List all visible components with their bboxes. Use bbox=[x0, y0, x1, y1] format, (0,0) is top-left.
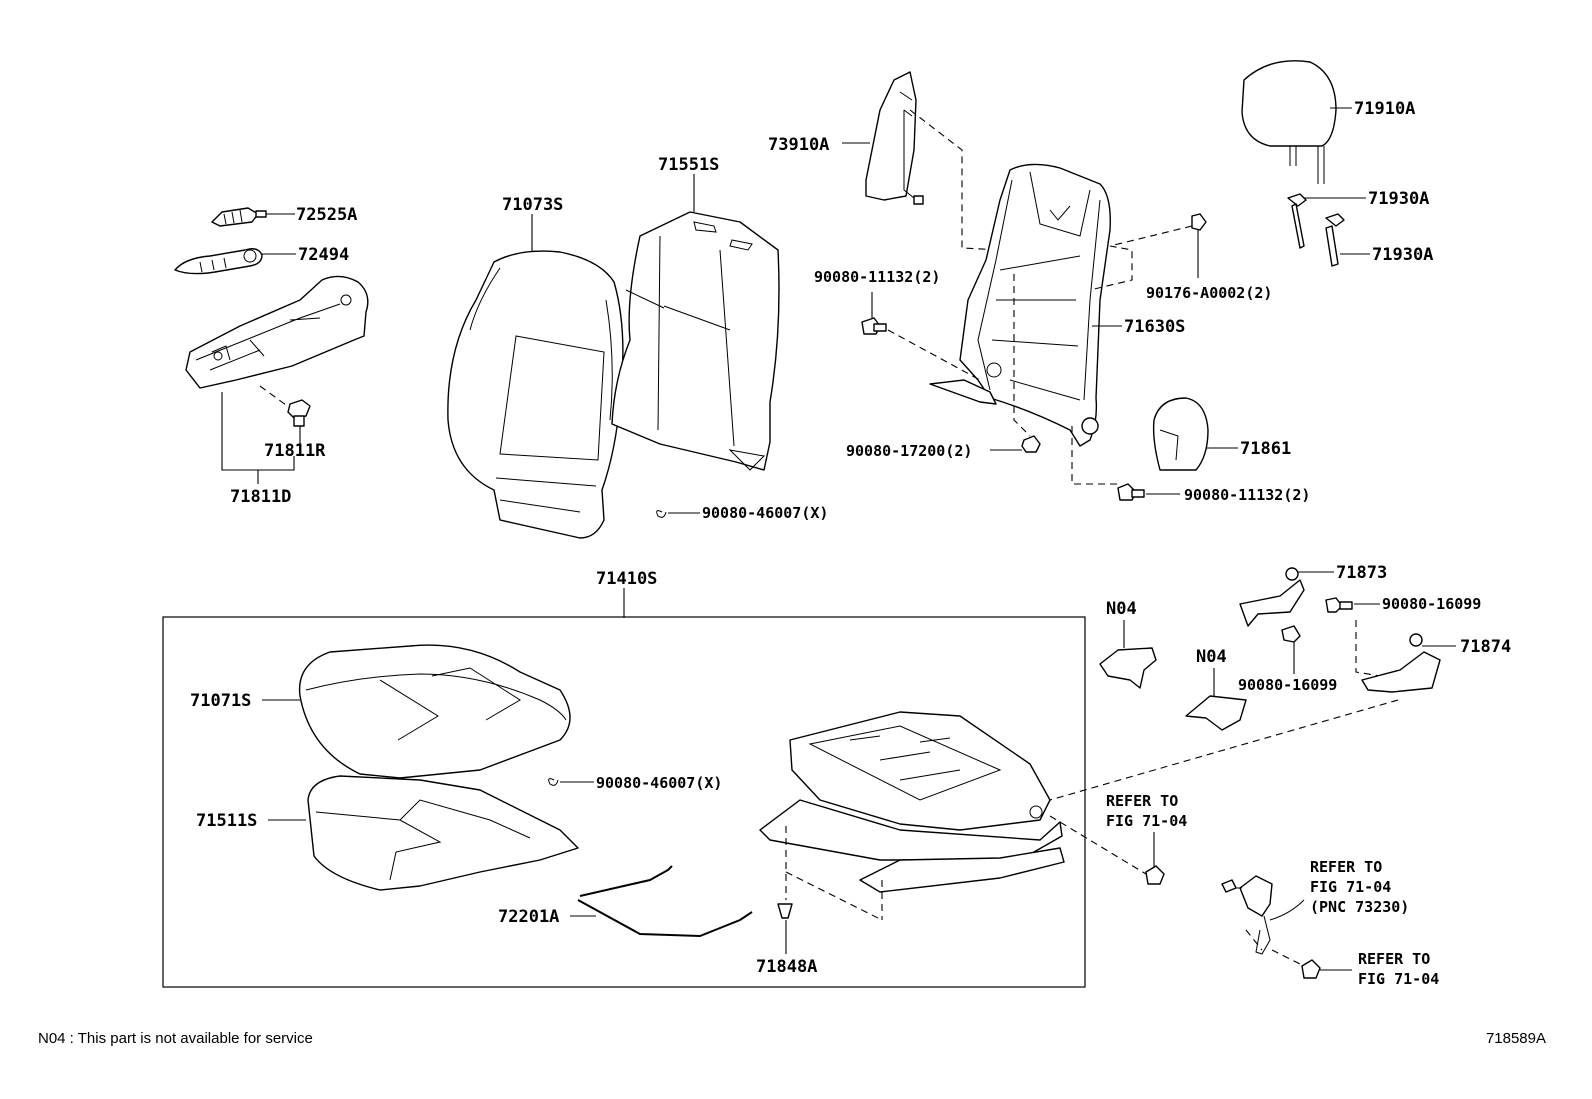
label-71811R: 71811R bbox=[264, 441, 326, 461]
clip-71811R bbox=[259, 385, 311, 446]
label-90080-11132-left: 90080-11132(2) bbox=[814, 268, 940, 286]
label-71073S: 71073S bbox=[502, 195, 563, 215]
label-71930A-2: 71930A bbox=[1372, 245, 1433, 265]
label-71873: 71873 bbox=[1336, 563, 1387, 583]
footer-note: N04 : This part is not available for ser… bbox=[38, 1030, 313, 1047]
label-71848A: 71848A bbox=[756, 957, 817, 977]
frame-71630S bbox=[929, 163, 1122, 447]
label-90080-16099-1: 90080-16099 bbox=[1382, 595, 1481, 613]
cushion-cover-71071S bbox=[262, 644, 571, 779]
bracket-71874 bbox=[1049, 633, 1456, 801]
wire-72201A bbox=[570, 865, 753, 938]
label-refer-2-line1: REFER TO bbox=[1310, 858, 1382, 876]
diagram-id: 718589A bbox=[1486, 1030, 1546, 1047]
label-71630S: 71630S bbox=[1124, 317, 1185, 337]
label-90080-16099-2: 90080-16099 bbox=[1238, 676, 1337, 694]
shield-71811D bbox=[185, 275, 369, 389]
label-72494: 72494 bbox=[298, 245, 349, 265]
knob-72525A bbox=[211, 207, 295, 227]
headrest-71910A bbox=[1241, 60, 1352, 184]
label-90080-46007-mid: 90080-46007(X) bbox=[596, 774, 722, 792]
seatback-pad-71551S bbox=[611, 174, 780, 471]
label-71861: 71861 bbox=[1240, 439, 1291, 459]
label-90176-A0002: 90176-A0002(2) bbox=[1146, 284, 1272, 302]
label-71511S: 71511S bbox=[196, 811, 257, 831]
bolt-90080-16099-2 bbox=[1281, 625, 1301, 674]
nut-90080-17200 bbox=[990, 274, 1041, 453]
part-N04-2 bbox=[1185, 668, 1247, 731]
label-71811D: 71811D bbox=[230, 487, 291, 507]
bolt-90080-11132-right bbox=[1071, 426, 1180, 501]
cover-73910A bbox=[842, 71, 1001, 251]
label-71910A: 71910A bbox=[1354, 99, 1415, 119]
label-refer-1-line2: FIG 71-04 bbox=[1106, 812, 1187, 830]
label-N04-1: N04 bbox=[1106, 599, 1137, 619]
label-refer-3-line2: FIG 71-04 bbox=[1358, 970, 1439, 988]
grommet-90176-A0002 bbox=[1089, 213, 1207, 291]
seat-adjuster-frame bbox=[759, 711, 1065, 893]
label-90080-17200: 90080-17200(2) bbox=[846, 442, 972, 460]
lever-72494 bbox=[174, 248, 296, 275]
nut-refer-1 bbox=[1049, 815, 1165, 885]
belt-buckle bbox=[1221, 875, 1305, 955]
guide-71930A-2 bbox=[1325, 213, 1370, 267]
assembly-box-71410S bbox=[162, 616, 1086, 988]
label-71071S: 71071S bbox=[190, 691, 251, 711]
label-refer-3-line1: REFER TO bbox=[1358, 950, 1430, 968]
pad-71861 bbox=[1152, 397, 1238, 471]
label-refer-2-line3: (PNC 73230) bbox=[1310, 898, 1409, 916]
label-90080-46007-top: 90080-46007(X) bbox=[702, 504, 828, 522]
clip-71848A bbox=[777, 826, 883, 954]
nut-refer-3 bbox=[1271, 949, 1352, 979]
label-71874: 71874 bbox=[1460, 637, 1511, 657]
seatback-cover-71073S bbox=[447, 214, 624, 539]
label-90080-11132-right: 90080-11132(2) bbox=[1184, 486, 1310, 504]
label-73910A: 73910A bbox=[768, 135, 829, 155]
clip-90080-46007-top bbox=[656, 510, 700, 518]
label-71410S: 71410S bbox=[596, 569, 657, 589]
clip-90080-46007-mid bbox=[548, 778, 594, 786]
label-72525A: 72525A bbox=[296, 205, 357, 225]
bracket-71873 bbox=[1239, 567, 1334, 627]
label-72201A: 72201A bbox=[498, 907, 559, 927]
label-N04-2: N04 bbox=[1196, 647, 1227, 667]
cushion-pad-71511S bbox=[268, 775, 579, 891]
bolt-90080-11132-left bbox=[861, 292, 981, 381]
label-refer-2-line2: FIG 71-04 bbox=[1310, 878, 1391, 896]
guide-71930A-1 bbox=[1287, 193, 1366, 249]
part-N04-1 bbox=[1099, 620, 1157, 689]
label-71930A-1: 71930A bbox=[1368, 189, 1429, 209]
label-71551S: 71551S bbox=[658, 155, 719, 175]
label-refer-1-line1: REFER TO bbox=[1106, 792, 1178, 810]
bolt-90080-16099-1 bbox=[1325, 597, 1381, 677]
